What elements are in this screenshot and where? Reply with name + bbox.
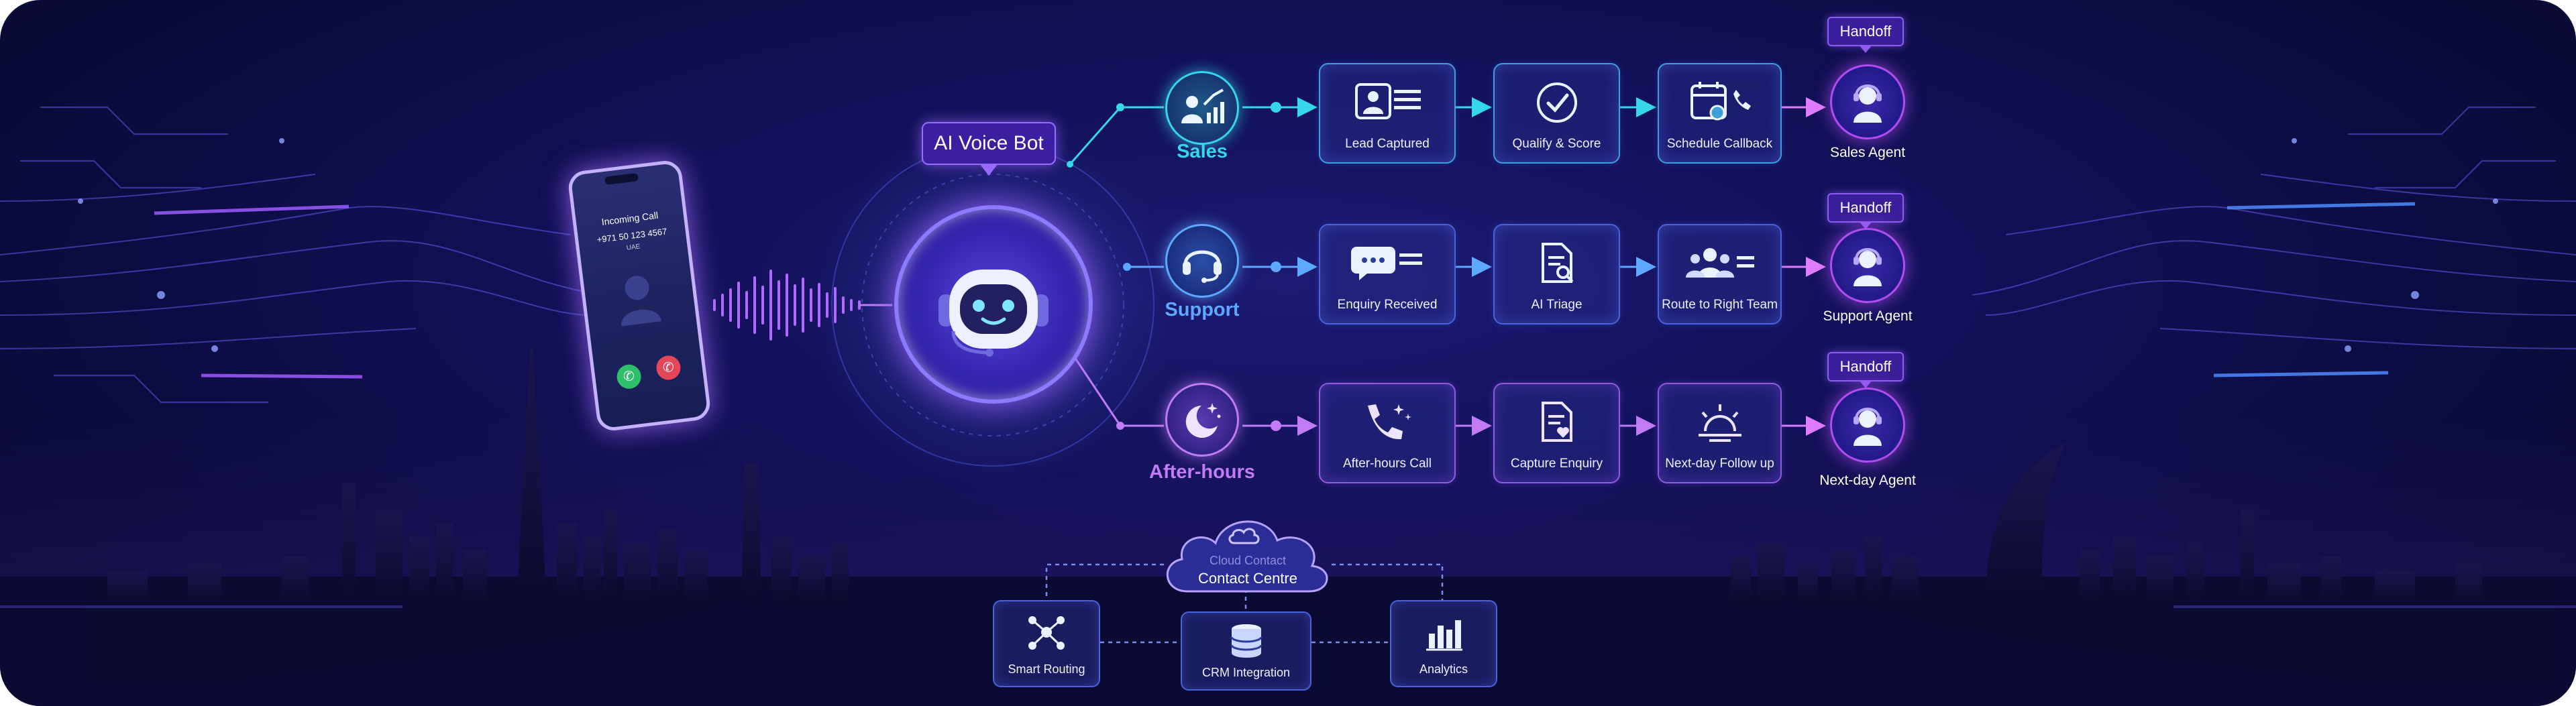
smartphone: Incoming Call +971 50 123 4567 UAE ✆ ✆ (566, 159, 712, 432)
step-schedule-callback: Schedule Callback (1658, 63, 1782, 164)
integration-label: CRM Integration (1201, 666, 1291, 679)
step-label: Lead Captured (1345, 137, 1430, 151)
sales-category-icon-circle (1165, 71, 1239, 145)
accept-call-button[interactable]: ✆ (615, 363, 643, 390)
step-label: Route to Right Team (1662, 298, 1778, 312)
integration-smart-routing: Smart Routing (993, 600, 1100, 687)
chart-user-icon (1181, 89, 1224, 123)
step-route-team: Route to Right Team (1658, 224, 1782, 325)
handoff-badge-support: Handoff (1827, 193, 1904, 229)
step-label: After-hours Call (1343, 457, 1432, 471)
document-heart-icon (1541, 402, 1572, 442)
step-qualify-score: Qualify & Score (1493, 63, 1620, 164)
support-category-icon-circle (1165, 224, 1239, 298)
sales-agent-avatar (1830, 64, 1905, 139)
step-lead-captured: Lead Captured (1319, 63, 1456, 164)
database-icon (1230, 624, 1262, 658)
cloud-contact-centre (1166, 520, 1328, 593)
ai-voice-bot-label: AI Voice Bot (922, 122, 1056, 165)
bar-chart-icon (1426, 620, 1462, 651)
id-card-icon (1355, 83, 1421, 119)
step-label: AI Triage (1531, 298, 1582, 312)
step-label: Capture Enquiry (1510, 457, 1603, 471)
ai-voice-bot (894, 205, 1093, 404)
nextday-agent-avatar (1830, 388, 1905, 463)
robot-face-icon (938, 270, 1049, 357)
step-ai-triage: AI Triage (1493, 224, 1620, 325)
step-nextday-followup: Next-day Follow up (1658, 383, 1782, 483)
step-label: Schedule Callback (1666, 137, 1773, 151)
headset-icon (1183, 250, 1222, 283)
team-icon (1685, 248, 1754, 278)
phone-sparkle-icon (1368, 404, 1411, 440)
step-label: Next-day Follow up (1665, 457, 1774, 471)
document-search-icon (1541, 243, 1573, 283)
sunrise-icon (1698, 404, 1741, 442)
handoff-badge-nextday: Handoff (1827, 352, 1904, 388)
cloud-line-1: Cloud Contact (1209, 554, 1287, 567)
support-agent-label: Support Agent (1823, 308, 1913, 324)
moon-stars-icon (1185, 403, 1221, 438)
step-enquiry-received: Enquiry Received (1319, 224, 1456, 325)
integration-label: Smart Routing (1008, 662, 1085, 676)
agent-headset-icon (1854, 84, 1882, 123)
calendar-phone-icon (1690, 82, 1751, 121)
cloud-line-2: Contact Centre (1198, 570, 1297, 587)
phone-notch (604, 172, 639, 185)
network-icon (1028, 616, 1065, 650)
step-afterhours-call: After-hours Call (1319, 383, 1456, 483)
step-capture-enquiry: Capture Enquiry (1493, 383, 1620, 483)
step-label: Qualify & Score (1512, 137, 1601, 151)
check-circle-icon (1536, 82, 1577, 123)
agent-headset-icon (1854, 408, 1882, 446)
afterhours-category-label: After-hours (1149, 461, 1255, 483)
ai-voice-bot-text: AI Voice Bot (934, 132, 1044, 154)
afterhours-category-icon-circle (1165, 383, 1239, 457)
integration-label: Analytics (1419, 662, 1468, 676)
step-label: Enquiry Received (1337, 298, 1438, 312)
integration-crm: CRM Integration (1181, 611, 1311, 691)
bot-label-pointer (979, 164, 998, 176)
integration-analytics: Analytics (1390, 600, 1497, 687)
sales-category-label: Sales (1177, 141, 1228, 162)
support-category-label: Support (1165, 299, 1240, 320)
nextday-agent-label: Next-day Agent (1819, 473, 1916, 488)
sales-agent-label: Sales Agent (1829, 145, 1906, 160)
agent-headset-icon (1854, 248, 1882, 286)
handoff-badge-sales: Handoff (1827, 17, 1904, 53)
decline-call-button[interactable]: ✆ (655, 354, 682, 381)
support-agent-avatar (1830, 228, 1905, 303)
caller-avatar-icon (621, 276, 661, 327)
chat-bubbles-icon (1351, 247, 1422, 280)
